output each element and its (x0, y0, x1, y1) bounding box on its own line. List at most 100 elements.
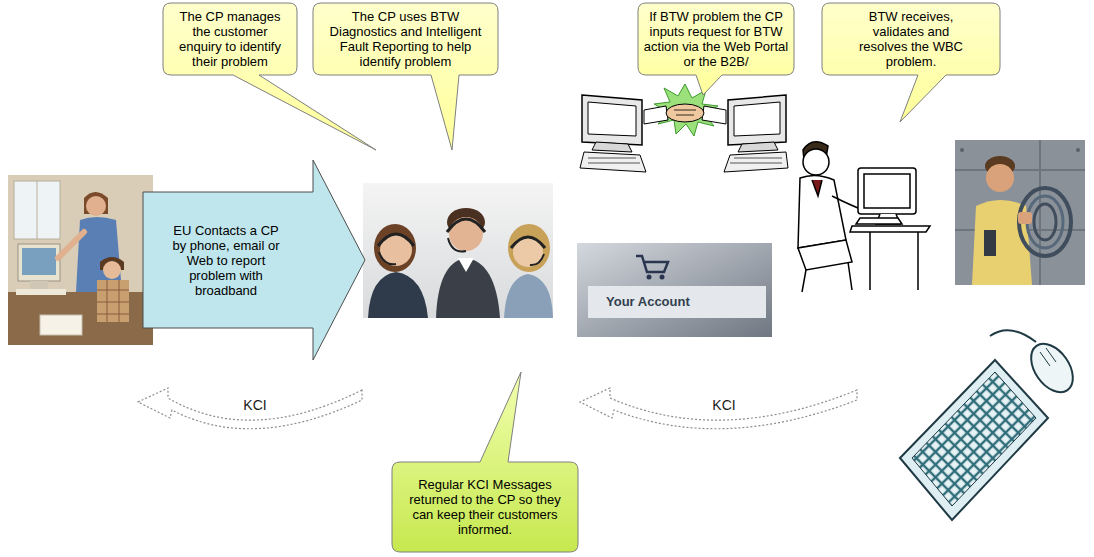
kci-label: KCI (243, 397, 266, 413)
callout-text: BTW receives, validates and resolves the… (856, 9, 966, 69)
family-photo-part (8, 292, 153, 345)
call-centre-photo-part (504, 274, 553, 318)
operator-clipart-part (870, 232, 918, 290)
handshake-computers-part (702, 106, 726, 124)
handshake-computers-part (728, 95, 786, 145)
family-photo-part (18, 244, 60, 281)
call-centre-photo-part (436, 258, 500, 318)
callout-text: EU Contacts a CP by phone, email or Web … (171, 223, 281, 298)
kci-return-arrow-part (138, 388, 362, 429)
callout-bubble-path (313, 3, 498, 150)
kci-return-arrow (580, 388, 857, 429)
handshake-computers-part (738, 142, 778, 152)
block-arrow-path (143, 160, 365, 360)
call-centre-photo-part (508, 224, 550, 272)
handshake-computers-part (592, 142, 632, 152)
technician-photo-part (986, 164, 1014, 192)
keyboard-mouse-clipart-part (1040, 348, 1056, 366)
family-photo-part (97, 280, 129, 322)
kci-return-arrow-part (580, 388, 857, 429)
operator-clipart-part (850, 226, 930, 232)
family-photo-part (8, 175, 153, 345)
technician-photo-part (955, 140, 1085, 285)
call-centre-photo-part (530, 254, 544, 265)
kci-return-arrow (138, 388, 362, 429)
family-photo-part (58, 232, 84, 258)
handshake-computers-part (724, 152, 788, 172)
keyboard-mouse-clipart (900, 330, 1081, 520)
family-photo-part (40, 315, 82, 335)
family-photo-part (22, 248, 56, 275)
call-centre-photo-part (363, 183, 553, 318)
operator-clipart-part (812, 180, 822, 196)
family-photo (8, 175, 153, 345)
callout-text: The CP manages the customer enquiry to i… (172, 9, 288, 69)
family-photo-part (97, 280, 129, 322)
operator-clipart-part (798, 240, 852, 270)
operator-clipart-part (802, 262, 852, 292)
call-centre-photo-part (458, 258, 474, 272)
account-screen-photo-part (660, 275, 665, 280)
call-centre-photo-part (449, 217, 483, 251)
technician-photo-part (1018, 212, 1032, 224)
callout-text: If BTW problem the CP inputs request for… (643, 9, 789, 69)
callout-bubble-path (822, 3, 1000, 122)
callout-bubble: If BTW problem the CP inputs request for… (638, 3, 794, 75)
call-centre-photo-part (368, 272, 428, 318)
kci-label: KCI (712, 397, 735, 413)
family-photo-part (86, 196, 106, 216)
handshake-computers-part (580, 152, 646, 172)
family-photo-part (37, 181, 38, 239)
call-centre-photo-part (378, 234, 414, 246)
technician-photo (955, 140, 1085, 285)
handshake-computers-part (588, 102, 636, 136)
handshake-computers-part (666, 104, 704, 122)
operator-clipart-part (803, 149, 829, 175)
handshake-computers (580, 84, 788, 172)
callout-bubble: The CP manages the customer enquiry to i… (163, 3, 297, 75)
family-photo-part (30, 281, 48, 289)
technician-photo-part (955, 140, 1085, 285)
call-centre-photo-part (447, 219, 485, 232)
handshake-computers-part (582, 95, 642, 145)
operator-clipart-part (798, 175, 846, 248)
handshake-computers-part (644, 106, 668, 124)
callout-bubble-path (638, 3, 794, 95)
account-screen-photo-part (577, 243, 772, 337)
keyboard-mouse-clipart-part (912, 372, 1036, 506)
call-centre-photo-part (511, 237, 545, 248)
account-screen-photo-part (647, 275, 652, 280)
family-photo-part (103, 261, 121, 279)
technician-photo-part (960, 148, 964, 152)
account-screen-photo-part (636, 256, 668, 272)
keyboard-mouse-clipart-part (900, 360, 1048, 520)
operator-clipart-part (858, 168, 916, 214)
account-screen-photo (577, 243, 772, 337)
call-centre-photo (363, 183, 553, 318)
callout-text: Regular KCI Messages returned to the CP … (400, 477, 570, 537)
handshake-computers-part (674, 110, 696, 115)
operator-clipart-part (864, 174, 910, 208)
callout-bubble: The CP uses BTW Diagnostics and Intellig… (313, 3, 498, 75)
callout-bubble: BTW receives, validates and resolves the… (822, 3, 1000, 75)
technician-photo-part (1034, 204, 1056, 240)
keyboard-mouse-clipart-part (1023, 336, 1082, 400)
operator-clipart-part (856, 218, 902, 224)
callout-text: The CP uses BTW Diagnostics and Intellig… (321, 9, 491, 69)
technician-photo-part (1019, 188, 1071, 256)
screen-caption: Your Account (606, 294, 690, 309)
handshake-computers-part (734, 102, 780, 136)
block-arrow: EU Contacts a CP by phone, email or Web … (143, 160, 365, 360)
account-screen-photo-part (588, 286, 766, 318)
technician-photo-part (1076, 148, 1080, 152)
handshake-computers-part (588, 158, 640, 163)
technician-photo-part (984, 230, 996, 256)
technician-photo-part (1027, 196, 1063, 248)
keyboard-mouse-clipart-part (990, 330, 1036, 342)
family-photo-part (14, 181, 60, 239)
callout-bubble: Regular KCI Messages returned to the CP … (392, 462, 578, 552)
operator-clipart (798, 142, 930, 292)
callout-bubble-path (392, 372, 578, 552)
